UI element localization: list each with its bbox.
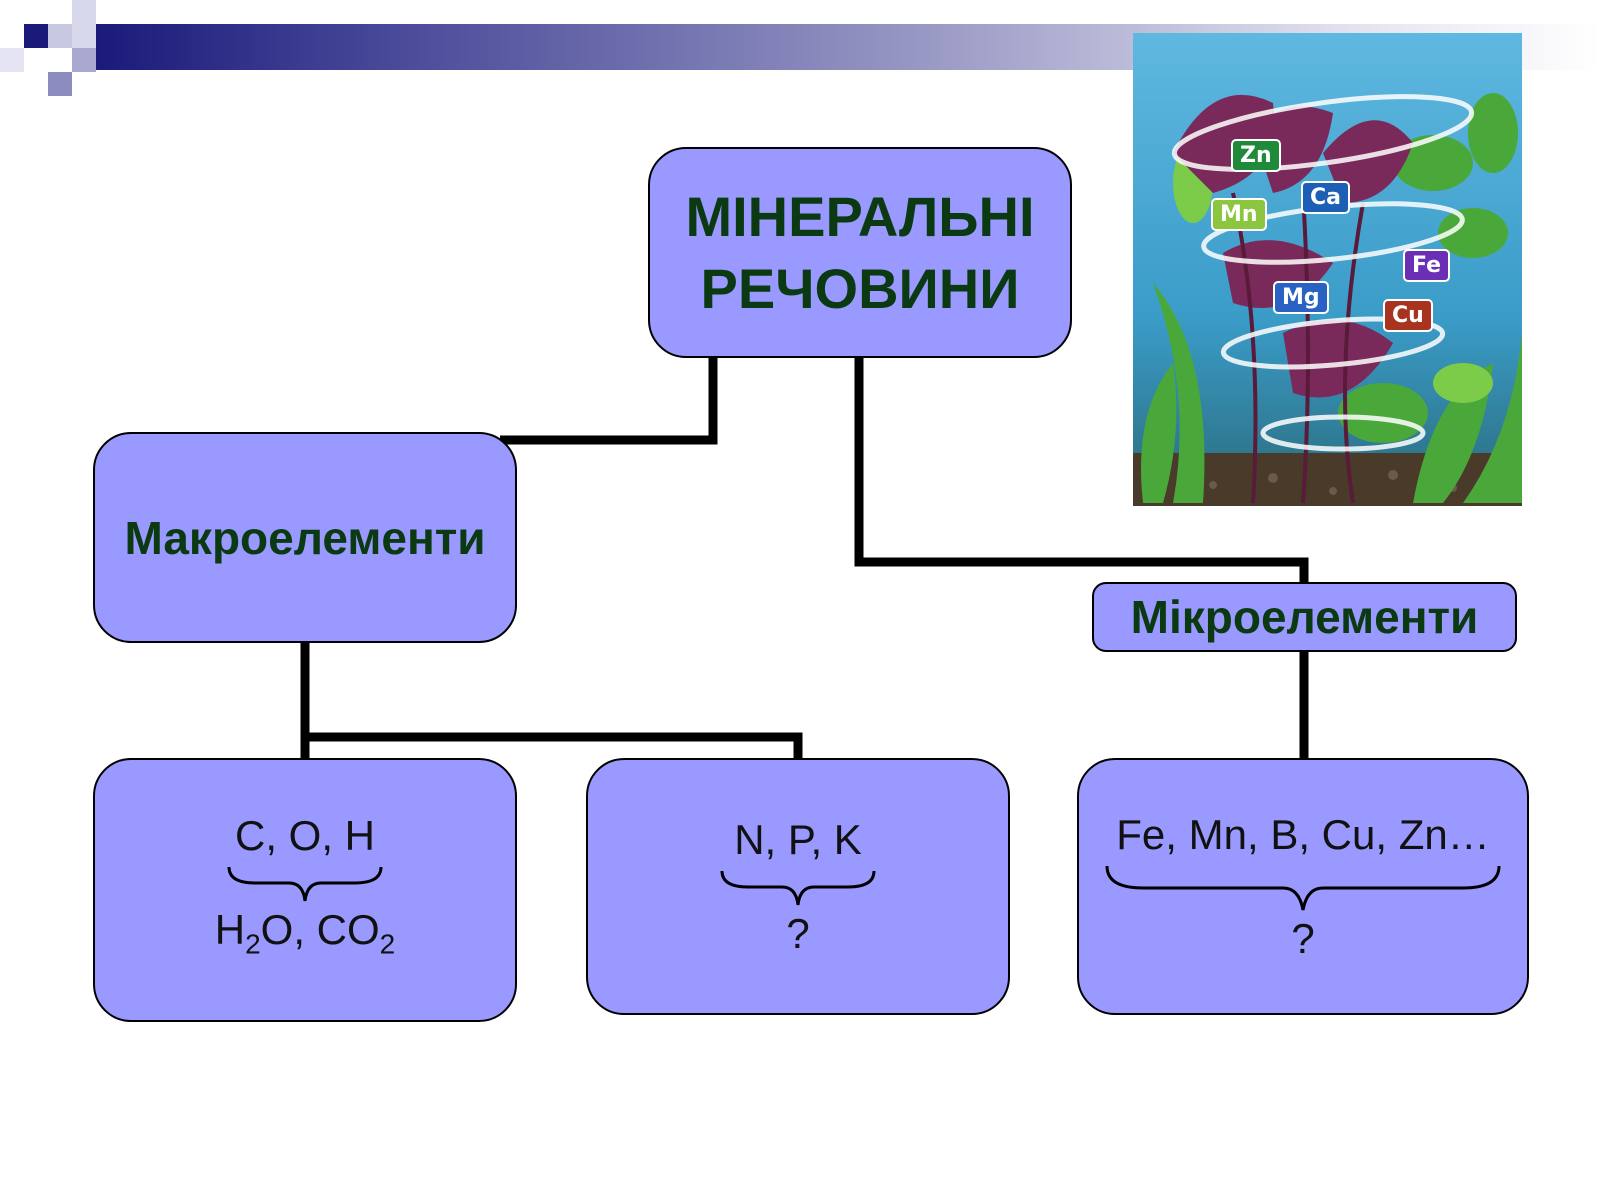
brace-icon	[720, 870, 876, 905]
root-node-mineral-substances: МІНЕРАЛЬНІ РЕЧОВИНИ	[648, 147, 1072, 358]
leaf-npk-elements: N, P, K	[734, 815, 862, 863]
macroelements-label: Макроелементи	[124, 511, 486, 564]
leaf-npk-result: ?	[786, 909, 810, 957]
connector-root-macro	[500, 356, 718, 445]
leaf-con-elements: C, O, H	[234, 811, 375, 859]
leaf-micro-elements: Fe, Mn, B, Cu, Zn…	[1116, 810, 1490, 858]
header-square-dark	[24, 24, 48, 48]
header-square-light	[48, 24, 72, 48]
root-title-line1: МІНЕРАЛЬНІ	[685, 184, 1035, 248]
brace-icon	[227, 866, 383, 902]
root-title-line2: РЕЧОВИНИ	[700, 256, 1020, 320]
element-badge-fe: Fe	[1403, 249, 1451, 282]
element-badge-zn: Zn	[1231, 139, 1281, 172]
macroelements-node: Макроелементи	[93, 432, 517, 643]
element-badge-mn: Mn	[1211, 198, 1267, 231]
connector-macro-npk	[305, 732, 803, 758]
header-square-mid	[72, 0, 96, 48]
header-square-mid2	[72, 48, 96, 72]
element-badge-ca: Ca	[1301, 181, 1350, 214]
leaf-node-npk: N, P, K ?	[586, 758, 1010, 1015]
leaf-node-micro: Fe, Mn, B, Cu, Zn… ?	[1077, 758, 1529, 1015]
aquarium-plants-image: Zn Ca Mn Fe Mg Cu	[1133, 33, 1522, 506]
brace-icon	[1105, 865, 1501, 910]
element-badge-mg: Mg	[1273, 281, 1329, 314]
microelements-label: Мікроелементи	[1130, 591, 1479, 643]
connector-root-micro	[854, 356, 1309, 583]
leaf-node-con: C, O, H H2O, CO2	[93, 758, 517, 1022]
microelements-node: Мікроелементи	[1092, 582, 1517, 652]
header-square-faint	[0, 48, 24, 72]
leaf-micro-result: ?	[1291, 914, 1315, 962]
leaf-con-result: H2O, CO2	[214, 905, 396, 960]
aquarium-plants-illustration	[1133, 33, 1522, 506]
element-badge-cu: Cu	[1383, 299, 1433, 332]
header-square-small	[48, 72, 72, 96]
